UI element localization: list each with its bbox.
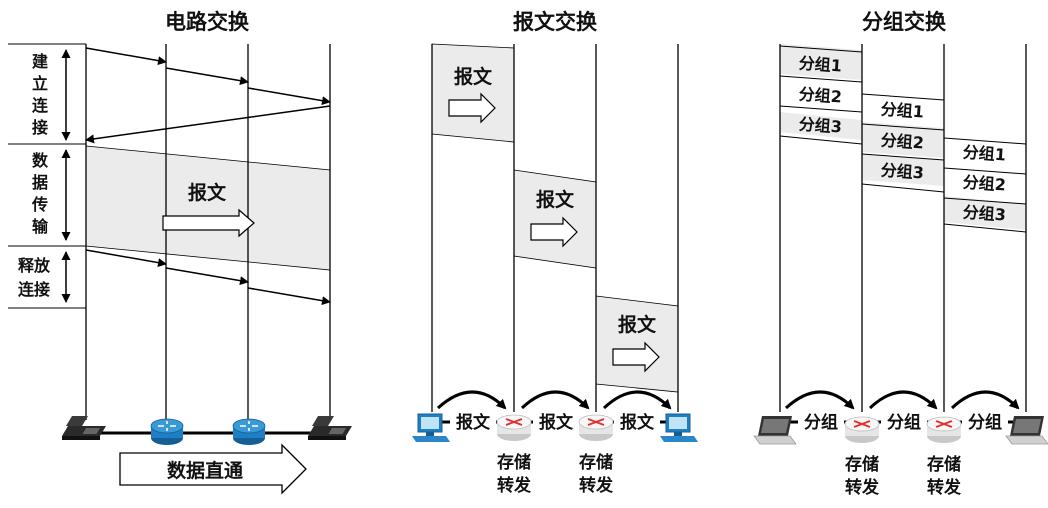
- message-link-label-1: 报文: [456, 412, 491, 433]
- packet-label: 分组1: [798, 54, 842, 76]
- phase-release-line-1: 释放: [18, 256, 51, 275]
- circuit-phase-lines: [8, 43, 86, 309]
- message-link-label-bg-3: [614, 410, 660, 432]
- message-node-1-label-1: 存储: [497, 452, 531, 473]
- packet-link-label-bg-3: [962, 410, 1008, 432]
- phase-setup-char-1: 建: [32, 52, 48, 71]
- message-block-2-label: 报文: [536, 188, 575, 211]
- message-node-2-label-2: 转发: [579, 475, 614, 496]
- packet-link-label-3: 分组: [968, 412, 1002, 433]
- packet-timelines: [779, 44, 1027, 412]
- packet-label: 分组2: [962, 173, 1006, 195]
- message-node-1-label-2: 转发: [497, 475, 532, 496]
- packet-title: 分组交换: [862, 10, 947, 34]
- message-block-3-arrow: [612, 341, 660, 373]
- phase-setup-char-4: 接: [32, 118, 48, 137]
- circuit-bottom-label: 数据直通: [167, 459, 244, 482]
- message-block-2: [513, 169, 597, 269]
- packet-node-1-label-1: 存储: [845, 454, 879, 475]
- message-hop-arcs: [436, 390, 672, 410]
- phase-data-char-3: 传: [31, 195, 48, 214]
- packet-panel: 分组交换 分: [753, 10, 1048, 498]
- message-block-1-label: 报文: [454, 65, 493, 88]
- packet-link-label-1: 分组: [804, 412, 838, 433]
- phase-data-char-1: 数: [32, 151, 49, 170]
- router-icon: [844, 416, 880, 444]
- packet-label: 分组2: [798, 85, 842, 107]
- phase-data-char-4: 输: [32, 217, 49, 236]
- message-link-label-3: 报文: [620, 412, 655, 433]
- packet-label: 分组1: [962, 143, 1006, 165]
- laptop-icon: [1005, 415, 1048, 445]
- router-icon: [496, 414, 532, 442]
- phase-release-line-2: 连接: [18, 280, 50, 299]
- packet-label: 分组2: [880, 131, 924, 153]
- circuit-data-label: 报文: [188, 181, 227, 204]
- message-block-1-arrow: [448, 92, 496, 124]
- circuit-signals: [85, 47, 331, 306]
- message-link-label-2: 报文: [539, 412, 574, 433]
- phase-data-char-2: 据: [32, 173, 48, 192]
- telephone-icon: [62, 416, 106, 440]
- message-block-3: [595, 295, 679, 393]
- router-icon: [232, 418, 266, 446]
- packet-label: 分组3: [962, 203, 1006, 225]
- packet-column-3: [943, 137, 1027, 233]
- message-node-2-label-1: 存储: [579, 452, 613, 473]
- message-block-3-label: 报文: [618, 313, 657, 336]
- circuit-data-block: [85, 145, 331, 271]
- packet-hop-arcs: [784, 390, 1020, 410]
- message-panel: 报文交换 报文 报文 报文 报文 报文 报文 存储: [411, 10, 699, 496]
- router-icon: [926, 416, 962, 444]
- circuit-data-arrow: [162, 208, 255, 238]
- packet-node-2-label-1: 存储: [927, 454, 961, 475]
- phase-setup-char-3: 连: [32, 96, 49, 115]
- packet-label: 分组3: [880, 161, 924, 183]
- packet-link-label-2: 分组: [887, 412, 921, 433]
- circuit-title: 电路交换: [165, 10, 250, 34]
- packet-link-label-bg-2: [881, 410, 927, 432]
- desktop-computer-icon: [659, 413, 699, 443]
- desktop-computer-icon: [411, 413, 451, 443]
- message-timelines: [431, 44, 679, 412]
- packet-node-1-label-2: 转发: [845, 477, 880, 498]
- packet-column-2: [861, 93, 945, 193]
- message-title: 报文交换: [513, 10, 598, 34]
- telephone-icon: [308, 416, 352, 440]
- packet-node-2-label-2: 转发: [927, 477, 962, 498]
- phase-setup-char-2: 立: [32, 74, 48, 93]
- router-icon: [578, 414, 614, 442]
- packet-link-label-bg-1: [798, 410, 844, 432]
- laptop-icon: [753, 415, 797, 445]
- packet-column-1: [779, 44, 863, 145]
- message-block-1: [431, 43, 515, 143]
- circuit-bottom-arrow: [119, 443, 307, 495]
- router-icon: [150, 418, 184, 446]
- packet-label: 分组1: [880, 100, 924, 122]
- message-link-label-bg-2: [533, 410, 579, 432]
- message-link-label-bg-1: [450, 410, 496, 432]
- message-block-2-arrow: [530, 216, 578, 248]
- packet-label: 分组3: [798, 115, 842, 137]
- circuit-panel: 电路交换 建 立 连 接 数 据 传 输 释放 连接: [8, 10, 352, 495]
